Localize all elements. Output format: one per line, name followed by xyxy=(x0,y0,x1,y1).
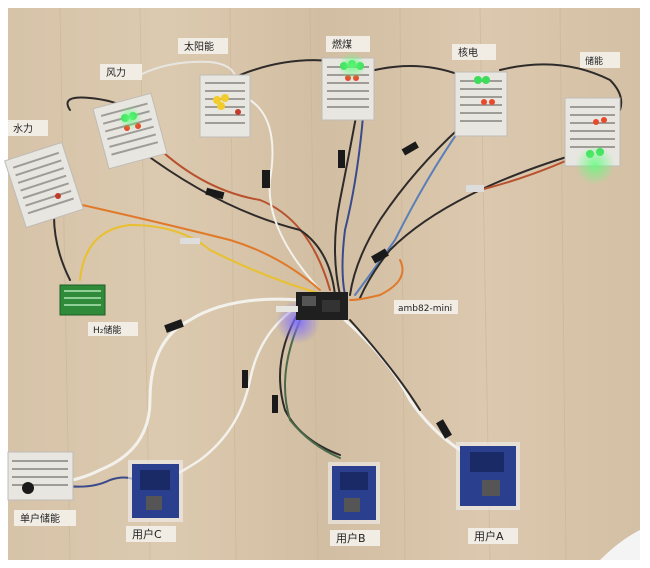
board-user-b xyxy=(328,462,380,524)
label-storage: 储能 xyxy=(585,55,603,67)
wire-connectors xyxy=(164,141,484,439)
tape-labels xyxy=(8,36,620,546)
label-hub: amb82-mini xyxy=(398,304,452,314)
hydrogen-board xyxy=(59,284,106,316)
label-hydrogen: H₂储能 xyxy=(93,324,121,336)
hub-controller xyxy=(276,292,348,344)
breadboard-water xyxy=(4,141,84,229)
board-user-a xyxy=(456,442,520,510)
label-user-b: 用户B xyxy=(336,531,366,545)
label-user-c: 用户C xyxy=(132,527,162,541)
label-user-a: 用户A xyxy=(474,529,504,543)
breadboard-wind xyxy=(92,92,168,170)
breadboard-coal xyxy=(321,52,375,121)
label-solar: 太阳能 xyxy=(184,40,214,53)
breadboard-storage xyxy=(564,97,621,185)
text-labels: 水力 风力 太阳能 燃煤 核电 储能 H₂储能 amb82-mini 单户储能 … xyxy=(13,38,603,545)
label-single-storage: 单户储能 xyxy=(20,512,60,525)
breadboard-solar xyxy=(199,74,251,138)
board-user-c xyxy=(128,460,183,522)
breadboard-nuclear xyxy=(454,71,508,137)
label-wind: 风力 xyxy=(106,66,126,79)
breadboard-single-storage xyxy=(7,451,74,501)
label-nuclear: 核电 xyxy=(458,46,478,59)
label-coal: 燃煤 xyxy=(332,38,352,51)
label-water: 水力 xyxy=(13,122,33,135)
